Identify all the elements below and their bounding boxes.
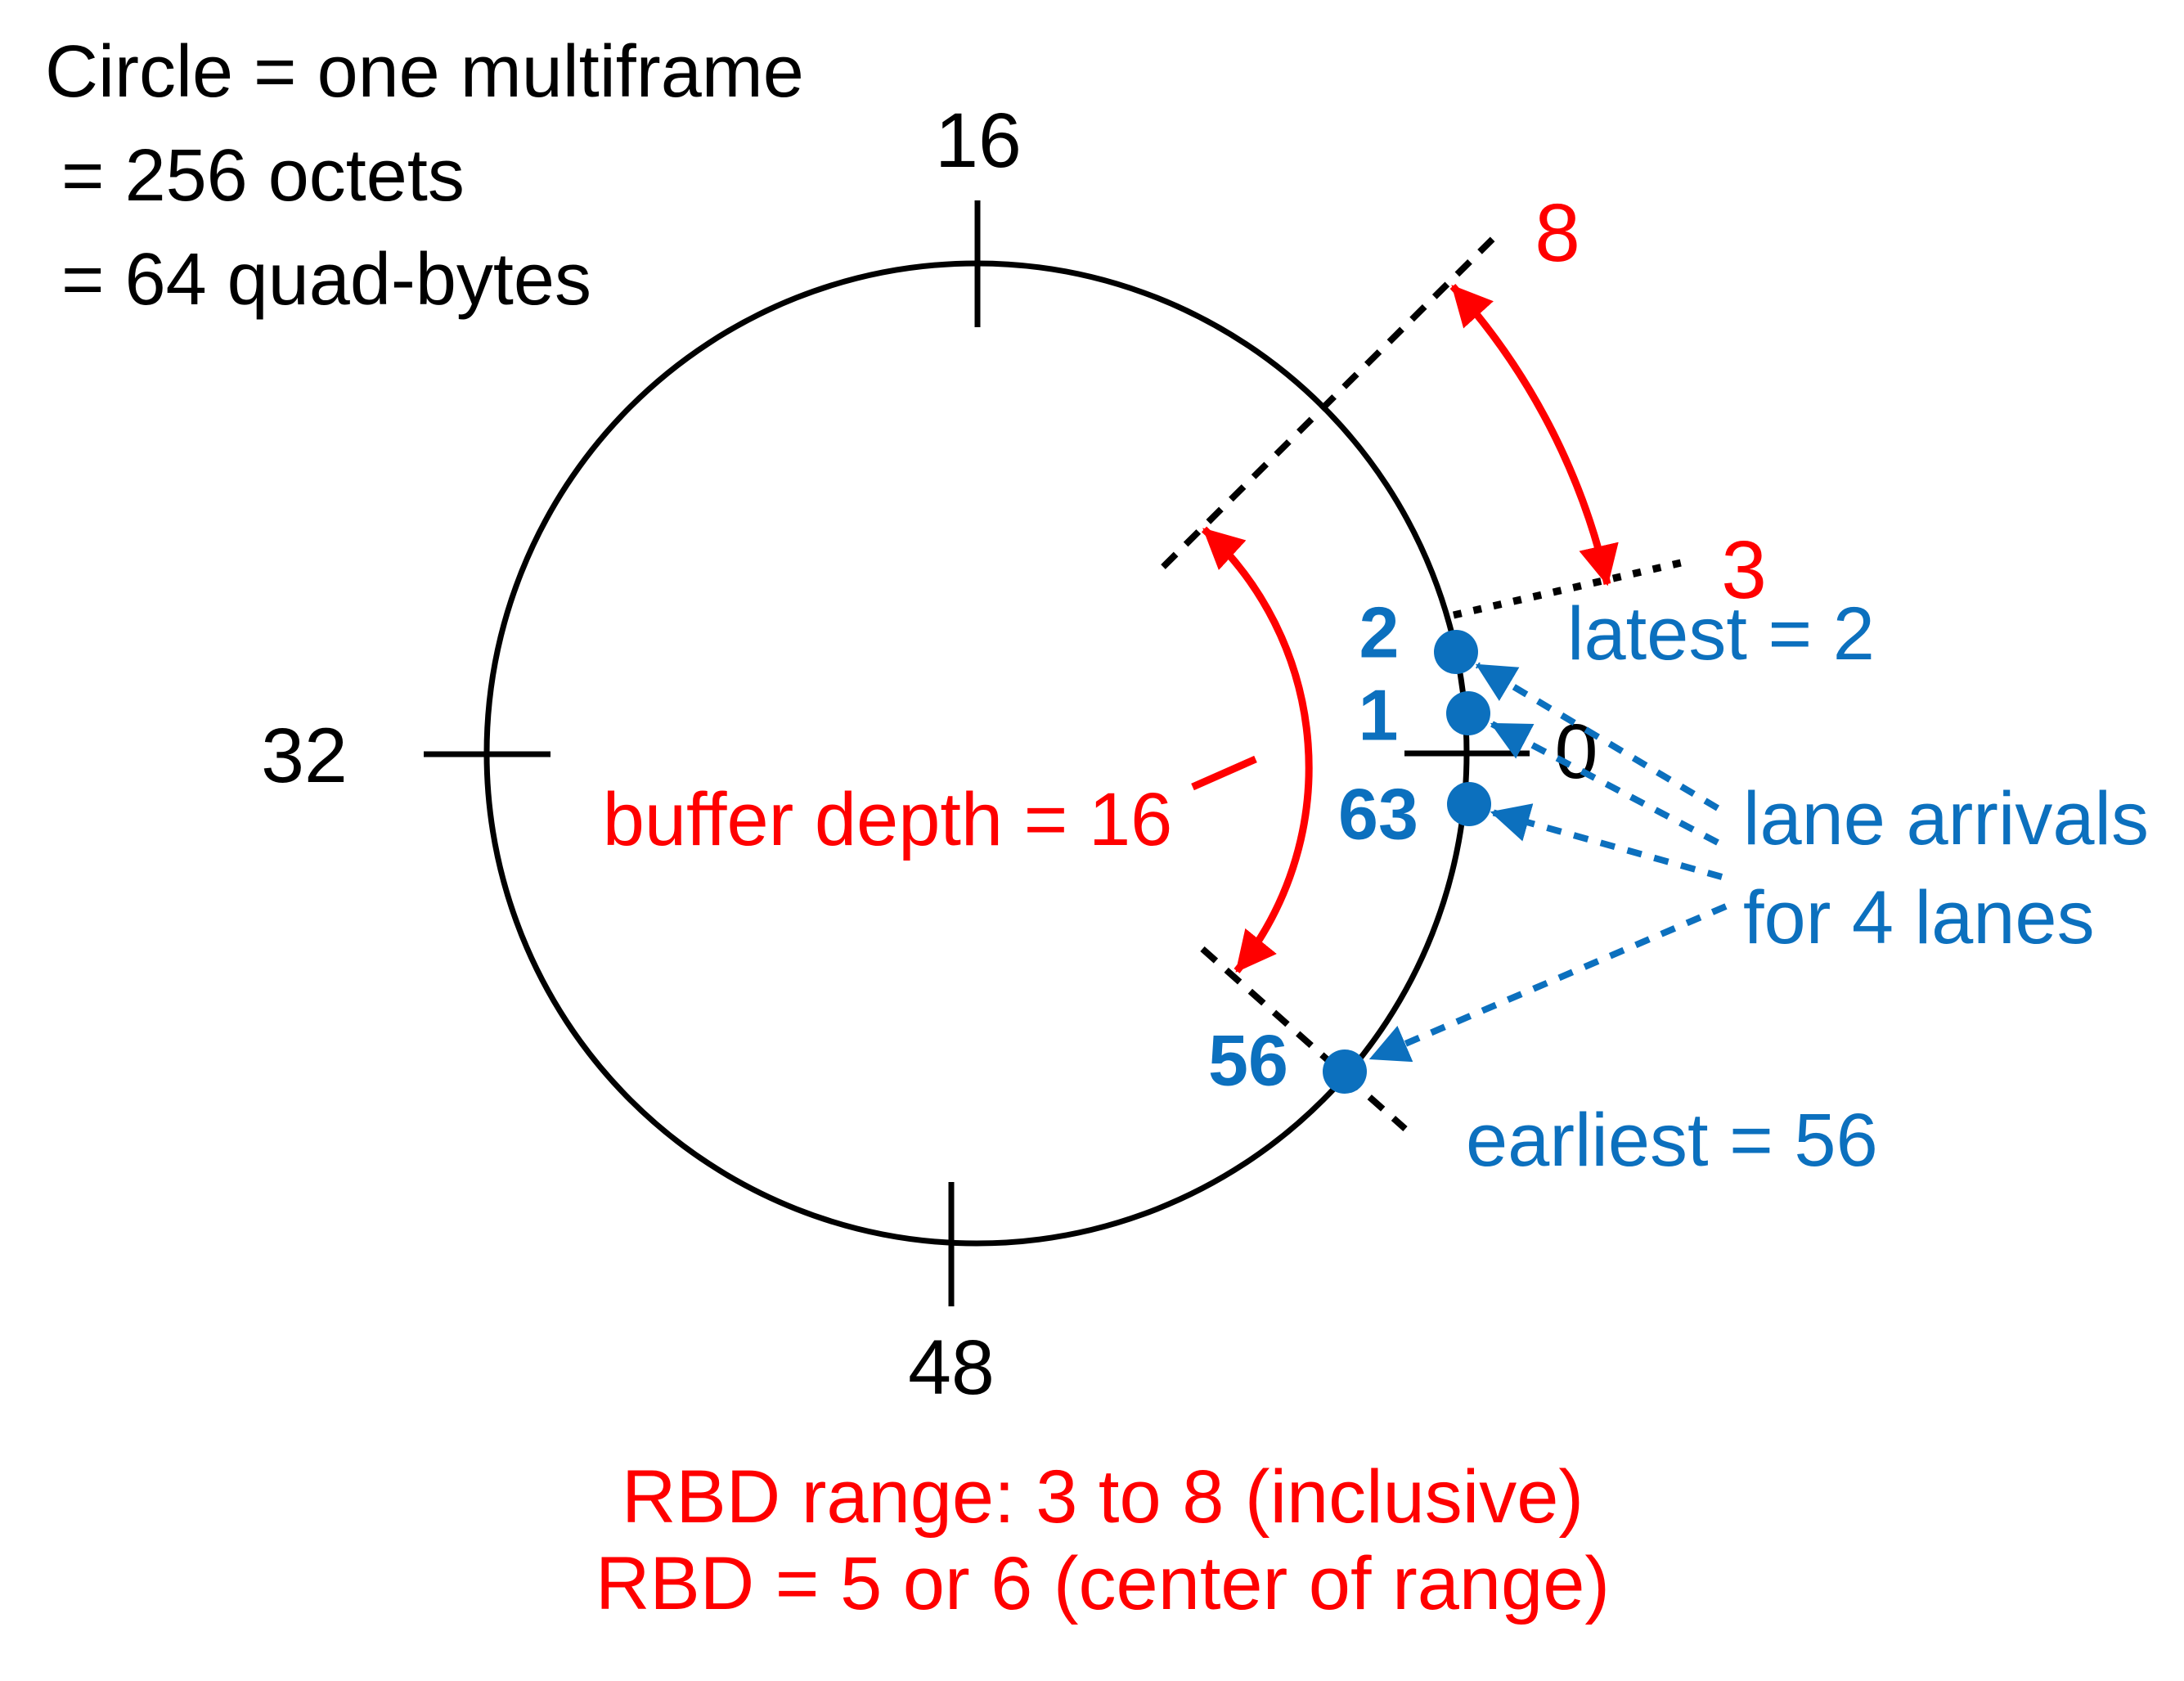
radial-line-position-56 [1200, 946, 1408, 1131]
arrival-pointer-to-dot-2 [1475, 662, 1720, 811]
arrival-pointer-to-dot-56 [1368, 903, 1728, 1063]
tick-label-16: 16 [935, 97, 1022, 184]
lane-arrival-dot-2 [1434, 630, 1478, 674]
radial-line-position-8 [1161, 234, 1498, 569]
arrival-pointer-to-dot-1 [1490, 721, 1719, 846]
dot-label-2: 2 [1359, 592, 1400, 673]
arrival-pointer-to-dot-63 [1490, 803, 1723, 880]
tick-label-48: 48 [908, 1324, 995, 1411]
note-line-2: = 256 octets [61, 135, 465, 217]
dot-label-1: 1 [1359, 675, 1399, 756]
rbd-value-summary: RBD = 5 or 6 (center of range) [595, 1542, 1610, 1625]
rbd-upper-bound-label: 8 [1535, 187, 1580, 279]
note-line-1: Circle = one multiframe [45, 31, 804, 113]
dot-label-63: 63 [1338, 774, 1418, 855]
latest-label: latest = 2 [1567, 592, 1875, 676]
note-line-3: = 64 quad-bytes [61, 239, 591, 321]
earliest-label: earliest = 56 [1466, 1099, 1878, 1182]
rbd-lower-bound-label: 3 [1721, 524, 1767, 616]
lane-arrival-dot-56 [1323, 1050, 1367, 1094]
lane-arrivals-caption-line2: for 4 lanes [1743, 876, 2095, 960]
tick-label-0: 0 [1555, 708, 1598, 795]
buffer-depth-label: buffer depth = 16 [603, 778, 1173, 861]
rbd-range-arrow [1449, 283, 1619, 587]
lane-arrivals-caption-line1: lane arrivals [1743, 777, 2149, 861]
multiframe-circle [483, 260, 1470, 1247]
rbd-range-summary: RBD range: 3 to 8 (inclusive) [622, 1455, 1584, 1539]
dot-label-56: 56 [1208, 1020, 1288, 1101]
lane-arrival-dot-1 [1446, 691, 1490, 735]
tick-label-32: 32 [261, 712, 348, 799]
buffer-depth-arrow [1201, 526, 1313, 973]
lane-arrival-dot-63 [1447, 782, 1491, 826]
buffer-depth-pointer-line [1191, 755, 1257, 791]
